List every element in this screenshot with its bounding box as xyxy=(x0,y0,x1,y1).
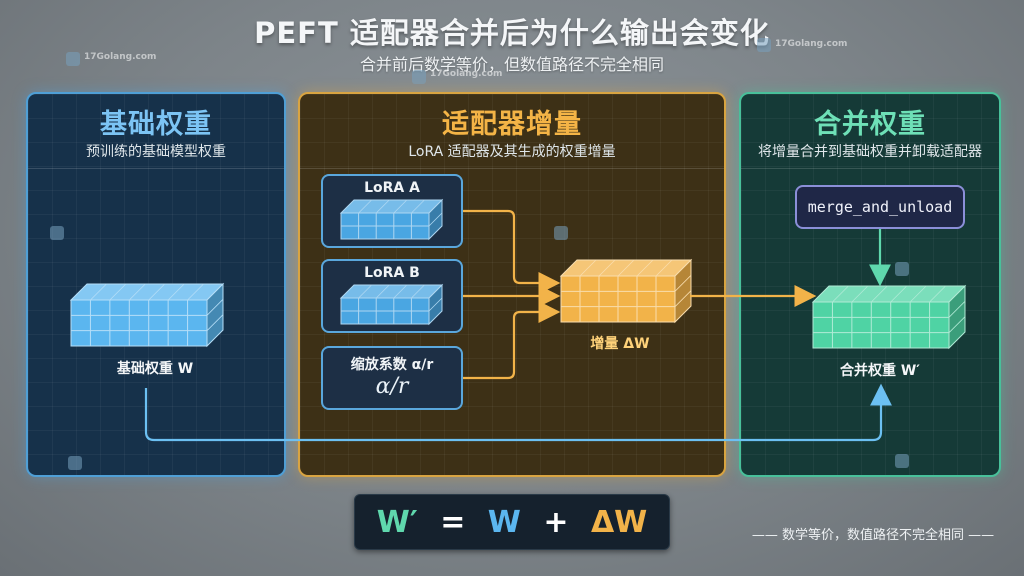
arrow-base-to-merged xyxy=(144,383,892,442)
watermark-icon xyxy=(757,38,771,52)
merged-weight-tensor xyxy=(811,284,967,350)
base-weight-label: 基础权重 W xyxy=(116,361,194,377)
adapter-delta-title: 适配器增量 xyxy=(442,109,582,140)
lora-a-label: LoRA A xyxy=(364,180,420,196)
watermark: 17Golang.com xyxy=(430,69,503,79)
watermark: 17Golang.com xyxy=(775,39,848,49)
base-weight-tensor xyxy=(69,282,225,348)
merge-and-unload-button[interactable]: merge_and_unload xyxy=(795,185,965,229)
formula-merged-weight: W′ xyxy=(376,505,418,540)
panel-divider xyxy=(300,168,724,169)
base-weights-subtitle: 预训练的基础模型权重 xyxy=(86,144,226,160)
merged-weights-subtitle: 将增量合并到基础权重并卸载适配器 xyxy=(758,144,982,160)
lora-a-tensor xyxy=(339,198,444,241)
panel-divider xyxy=(28,168,284,169)
watermark-icon xyxy=(66,52,80,66)
delta-weight-label: 增量 ΔW xyxy=(590,336,650,352)
watermark-icon xyxy=(554,226,568,240)
adapter-delta-subtitle: LoRA 适配器及其生成的权重增量 xyxy=(408,144,616,160)
arrow-lora-a-to-delta xyxy=(463,209,561,294)
lora-b-tensor xyxy=(339,283,444,326)
base-weights-panel: 基础权重 预训练的基础模型权重 xyxy=(26,92,286,477)
formula-equals: = xyxy=(440,505,466,540)
scale-factor-box: 缩放系数 α/r α/r xyxy=(321,346,463,410)
watermark-icon xyxy=(412,70,426,84)
formula-plus: + xyxy=(543,505,569,540)
formula-box: W′ = W + ΔW xyxy=(354,494,670,550)
watermark: 17Golang.com xyxy=(84,52,157,62)
footer-note: —— 数学等价，数值路径不完全相同 —— xyxy=(751,528,995,543)
base-weights-title: 基础权重 xyxy=(100,109,212,140)
watermark-icon xyxy=(68,456,82,470)
watermark-icon xyxy=(50,226,64,240)
scale-factor-value: α/r xyxy=(375,374,409,399)
delta-weight-tensor xyxy=(559,258,693,324)
watermark-icon xyxy=(895,262,909,276)
arrow-scale-to-delta xyxy=(463,301,561,380)
panel-divider xyxy=(741,168,999,169)
scale-factor-label: 缩放系数 α/r xyxy=(350,357,434,373)
lora-b-label: LoRA B xyxy=(364,265,420,281)
page-title: PEFT 适配器合并后为什么输出会变化 xyxy=(254,16,770,50)
watermark-icon xyxy=(895,454,909,468)
page-subtitle: 合并前后数学等价，但数值路径不完全相同 xyxy=(359,55,664,74)
formula-base-weight: W xyxy=(487,505,521,540)
merged-weights-title: 合并权重 xyxy=(814,109,926,140)
merged-weight-label: 合并权重 W′ xyxy=(839,363,920,379)
formula-delta-weight: ΔW xyxy=(590,505,648,540)
